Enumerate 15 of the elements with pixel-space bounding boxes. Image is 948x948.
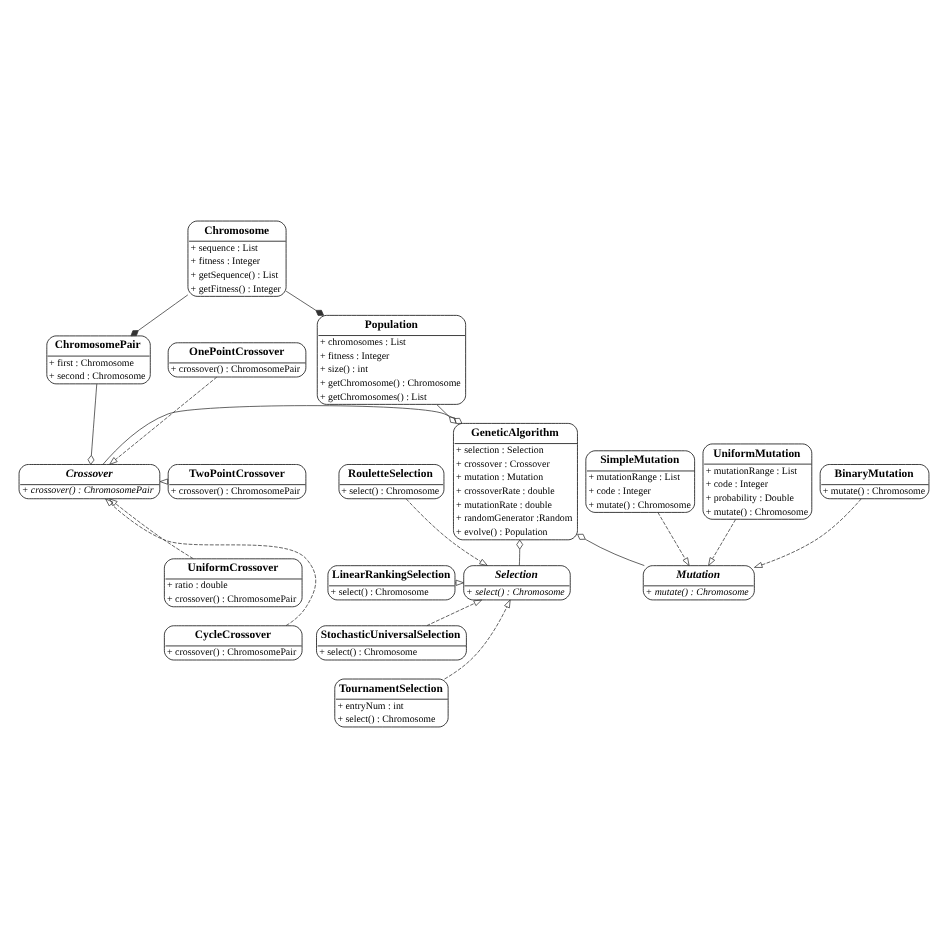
arrow bbox=[109, 498, 194, 559]
arrow bbox=[105, 498, 317, 626]
connector bbox=[577, 533, 645, 566]
connector bbox=[87, 383, 98, 465]
connector bbox=[285, 290, 324, 316]
connector bbox=[436, 404, 457, 424]
connector bbox=[130, 294, 189, 337]
arrow bbox=[444, 599, 511, 680]
arrow bbox=[754, 498, 862, 568]
arrow bbox=[405, 498, 488, 566]
connector bbox=[102, 405, 463, 465]
arrow bbox=[109, 376, 218, 465]
arrow bbox=[657, 512, 690, 566]
arrow bbox=[708, 519, 736, 566]
connector bbox=[516, 539, 524, 566]
